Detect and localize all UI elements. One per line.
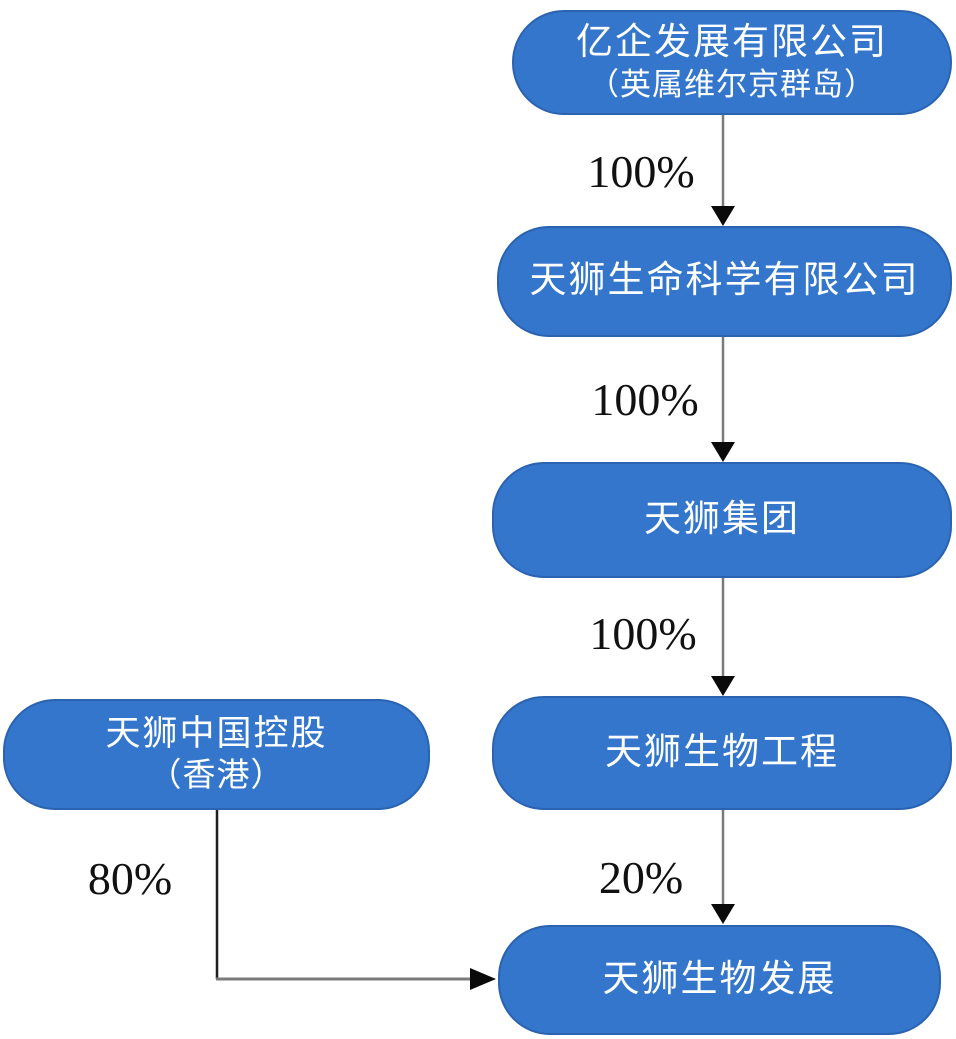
node-tiens-biodevelopment-name: 天狮生物发展 [602,958,837,1000]
node-tiens-china-holdings: 天狮中国控股 （香港） [3,699,430,810]
node-yiqi-development: 亿企发展有限公司 （英属维尔京群岛） [512,10,952,115]
edge-label-china-holdings-biodevelopment: 80% [87,853,173,904]
edge-label-life-science-group: 100% [591,374,699,425]
node-tiens-life-science: 天狮生命科学有限公司 [497,226,952,337]
node-yiqi-development-location: （英属维尔京群岛） [588,67,876,103]
node-tiens-china-holdings-name: 天狮中国控股 [105,714,328,753]
edge-label-bioengineering-biodevelopment: 20% [598,852,684,903]
node-tiens-group-name: 天狮集团 [644,498,800,540]
arrowhead-down-icon [711,676,735,696]
node-yiqi-development-name: 亿企发展有限公司 [576,22,888,63]
edge-label-group-bioengineering: 100% [589,608,697,659]
node-tiens-group: 天狮集团 [492,462,952,578]
arrowhead-down-icon [711,442,735,462]
node-tiens-bioengineering-name: 天狮生物工程 [605,731,839,773]
node-tiens-biodevelopment: 天狮生物发展 [498,925,941,1035]
arrowhead-right-icon [470,968,496,990]
node-tiens-bioengineering: 天狮生物工程 [492,696,952,810]
arrowhead-down-icon [711,206,735,226]
arrowhead-down-icon [711,904,735,924]
node-tiens-life-science-name: 天狮生命科学有限公司 [529,260,920,302]
edge-label-yiqi-life-science: 100% [587,146,695,197]
node-tiens-china-holdings-location: （香港） [148,757,285,794]
